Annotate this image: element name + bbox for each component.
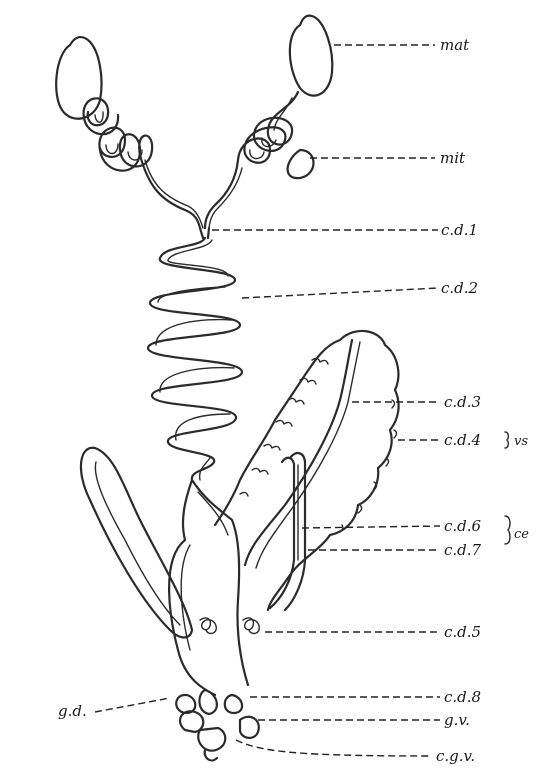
leader-cgv [236, 740, 430, 756]
left-elongated-sac-inner [95, 462, 180, 625]
label-cd8: c.d.8 [444, 688, 481, 706]
label-mat: mat [440, 36, 470, 54]
label-cd4: c.d.4 [444, 431, 481, 449]
bottom-organ-cd8 [176, 690, 242, 714]
leader-cd2 [242, 288, 438, 298]
label-gv: g.v. [444, 711, 470, 729]
label-cd3: c.d.3 [444, 393, 481, 411]
neck-duct [200, 228, 209, 238]
label-gd: g.d. [58, 702, 87, 720]
label-cgv: c.g.v. [436, 747, 475, 765]
label-cd7: c.d.7 [444, 541, 482, 559]
label-ce: ce [514, 527, 529, 542]
coil-right-cd5 [243, 618, 259, 633]
right-coiled-duct-inner [209, 98, 292, 228]
folded-duct-cd2 [148, 238, 242, 480]
leader-gd [95, 698, 170, 712]
label-cd2: c.d.2 [441, 279, 478, 297]
left-coiled-duct [84, 98, 200, 228]
bracket-vs [505, 432, 508, 448]
bracket-ce [505, 516, 510, 544]
bottom-organ-gv [180, 711, 259, 738]
leader-cd6 [302, 526, 440, 528]
coil-left-cd5 [200, 618, 216, 633]
label-vs: vs [514, 434, 528, 449]
vesicle-scallops [240, 358, 397, 532]
bottom-organ-cgv [198, 728, 225, 760]
right-terminal-sac [290, 16, 332, 96]
label-mit: mit [440, 149, 466, 167]
left-elongated-sac [81, 448, 192, 638]
left-terminal-sac [56, 37, 101, 119]
label-cd5: c.d.5 [444, 623, 481, 641]
label-cd6: c.d.6 [444, 517, 482, 535]
right-coiled-duct [205, 92, 314, 228]
label-cd1: c.d.1 [441, 221, 478, 239]
